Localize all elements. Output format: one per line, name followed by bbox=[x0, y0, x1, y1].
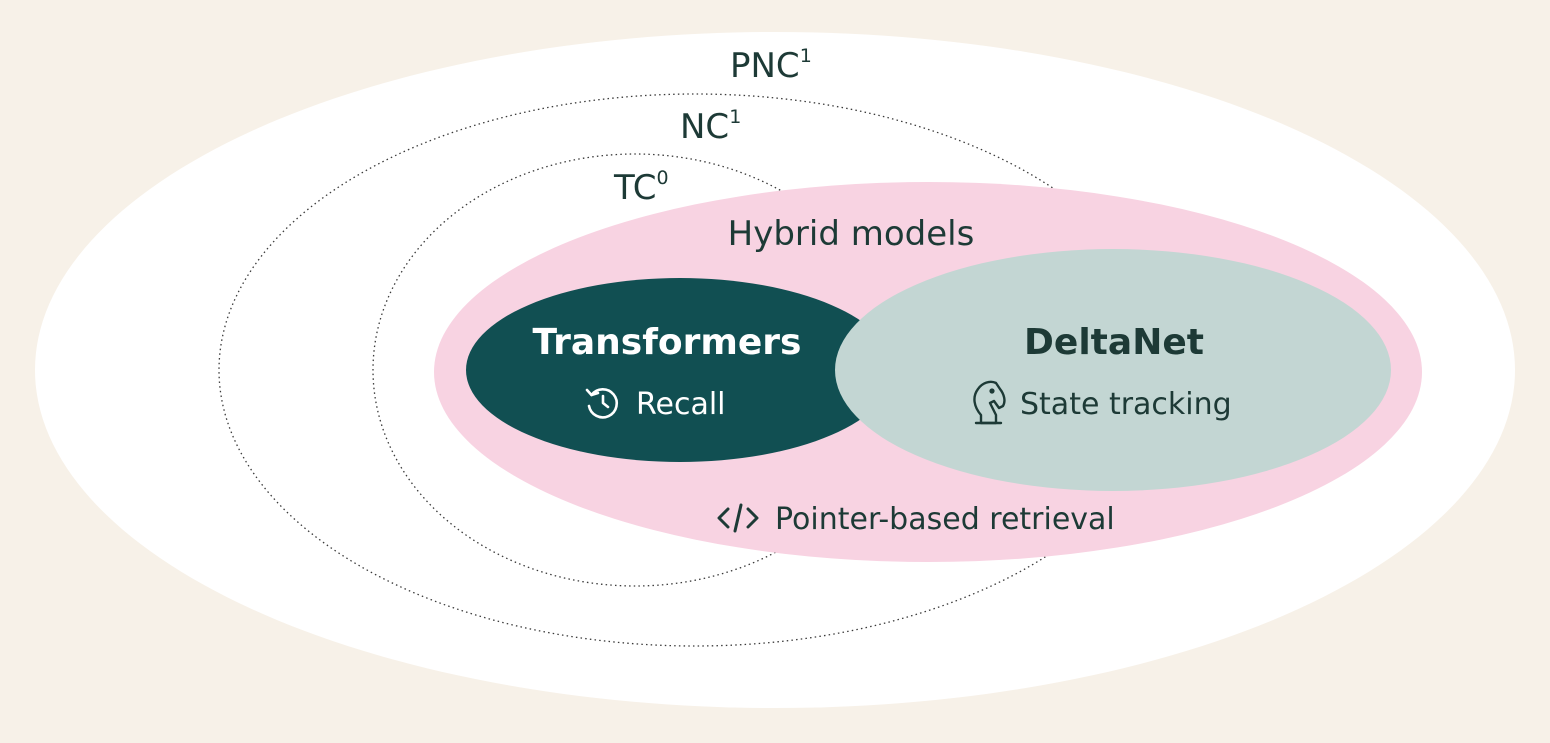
pnc-label-sup: 1 bbox=[800, 45, 812, 67]
recall-label: Recall bbox=[636, 387, 726, 422]
tc-label: TC0 bbox=[613, 167, 669, 208]
nc-label: NC1 bbox=[680, 106, 741, 147]
deltanet-title: DeltaNet bbox=[1024, 322, 1204, 363]
transformers-region bbox=[466, 278, 894, 462]
nc-label-sup: 1 bbox=[729, 106, 741, 128]
deltanet-region bbox=[835, 249, 1391, 491]
hybrid-models-title: Hybrid models bbox=[728, 214, 975, 254]
chess-knight-icon bbox=[973, 380, 1006, 425]
nc-label-base: NC bbox=[680, 107, 729, 147]
tc-label-sup: 0 bbox=[657, 167, 669, 189]
transformers-title: Transformers bbox=[533, 322, 802, 363]
pointer-based-retrieval-label: Pointer-based retrieval bbox=[775, 502, 1115, 537]
tc-label-base: TC bbox=[613, 168, 657, 208]
history-icon bbox=[585, 388, 618, 419]
state-tracking-label: State tracking bbox=[1020, 387, 1232, 422]
pnc-label-base: PNC bbox=[730, 46, 800, 86]
pnc-label: PNC1 bbox=[730, 45, 812, 86]
code-brackets-icon bbox=[717, 503, 759, 533]
